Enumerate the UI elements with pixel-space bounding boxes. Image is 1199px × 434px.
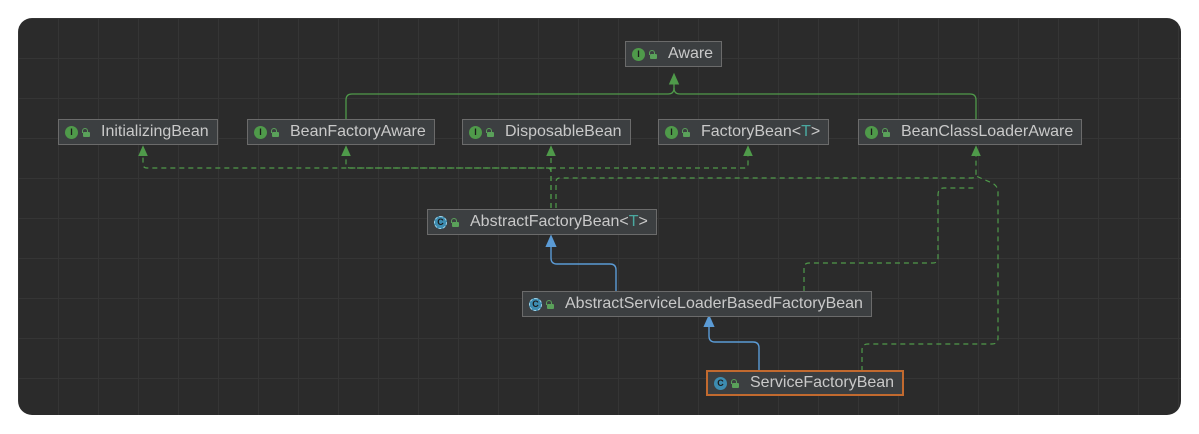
public-lock-icon: [682, 127, 691, 137]
edge-afb-initializingbean: [138, 145, 552, 208]
class-icon: C: [714, 376, 727, 390]
public-lock-icon: [271, 127, 280, 137]
edge-sfb-aslbfb: [703, 314, 760, 371]
node-factory-bean[interactable]: I FactoryBean<T>: [658, 119, 830, 145]
node-label: Aware: [668, 45, 714, 62]
node-label: AbstractFactoryBean<: [470, 213, 629, 230]
node-abstract-service-loader-based-factory-bean[interactable]: C AbstractServiceLoaderBasedFactoryBean: [522, 291, 872, 317]
interface-icon: I: [254, 125, 267, 139]
public-lock-icon: [486, 127, 495, 137]
node-label: BeanClassLoaderAware: [901, 123, 1074, 140]
interface-icon: I: [865, 125, 878, 139]
node-label: BeanFactoryAware: [290, 123, 426, 140]
interface-icon: I: [65, 125, 78, 139]
edge-beanclassloaderaware-aware: [673, 87, 977, 120]
public-lock-icon: [546, 299, 555, 309]
interface-icon: I: [632, 47, 645, 61]
node-label: DisposableBean: [505, 123, 622, 140]
node-bean-factory-aware[interactable]: I BeanFactoryAware: [247, 119, 435, 145]
node-label: InitializingBean: [101, 123, 209, 140]
node-label: ServiceFactoryBean: [750, 374, 895, 391]
abstract-class-icon: C: [529, 297, 542, 311]
node-label: AbstractServiceLoaderBasedFactoryBean: [565, 295, 863, 312]
abstract-class-icon: C: [434, 215, 447, 229]
interface-icon: I: [665, 125, 678, 139]
node-bean-class-loader-aware[interactable]: I BeanClassLoaderAware: [858, 119, 1083, 145]
edge-aslbfb-afb: [545, 234, 617, 291]
edge-afb-beanfactoryaware: [341, 145, 551, 169]
node-initializing-bean[interactable]: I InitializingBean: [58, 119, 218, 145]
edge-beanfactoryaware-aware: [345, 72, 680, 120]
public-lock-icon: [82, 127, 91, 137]
node-aware[interactable]: I Aware: [625, 41, 723, 67]
node-disposable-bean[interactable]: I DisposableBean: [462, 119, 631, 145]
node-abstract-factory-bean[interactable]: C AbstractFactoryBean<T>: [427, 209, 657, 235]
edge-aslbfb-beanclassloaderaware: [803, 187, 976, 291]
interface-icon: I: [469, 125, 482, 139]
node-label-suffix: >: [638, 213, 648, 230]
node-service-factory-bean[interactable]: C ServiceFactoryBean: [706, 370, 905, 396]
public-lock-icon: [731, 378, 740, 388]
edge-sfb-beanclassloaderaware: [861, 175, 999, 371]
node-label: FactoryBean<: [701, 123, 802, 140]
public-lock-icon: [451, 217, 460, 227]
public-lock-icon: [649, 49, 658, 59]
type-parameter: T: [801, 123, 811, 140]
edges-layer: [138, 72, 999, 371]
type-parameter: T: [628, 213, 639, 230]
node-label-suffix: >: [810, 123, 821, 140]
edge-afb-factorybean: [551, 145, 753, 169]
public-lock-icon: [882, 127, 891, 137]
edge-afb-beanclassloaderaware: [555, 145, 981, 208]
diagram-canvas[interactable]: I Aware I InitializingBean I BeanFactory…: [18, 18, 1181, 415]
